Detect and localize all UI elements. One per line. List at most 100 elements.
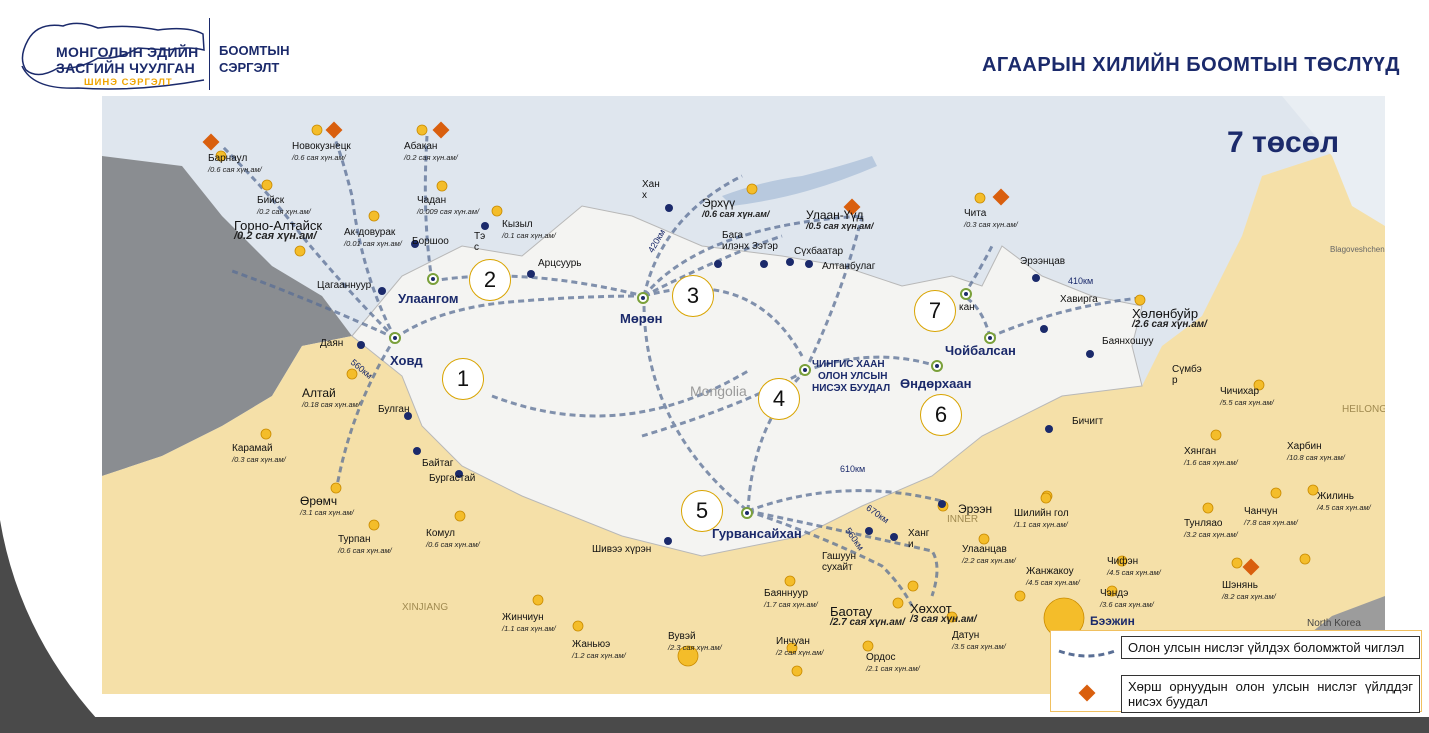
city-population: /0.6 сая хүн.ам/: [702, 209, 770, 219]
city-name: Улаанцав: [962, 544, 1007, 555]
city-chanchun: Чанчун/7.8 сая хүн.ам/: [1244, 506, 1298, 528]
map: 7 төсөл 1 2 3 4 5 6 7 Улаангом Ховд Мөрө…: [102, 96, 1385, 694]
city-name: Хянган: [1184, 446, 1217, 457]
region-north-korea: North Korea: [1307, 618, 1361, 629]
city-name: Харбин: [1287, 441, 1322, 452]
hub-muron: Мөрөн: [620, 311, 663, 326]
city-name: Хөххот: [910, 601, 952, 616]
post-altanbulag: Алтанбулаг: [822, 261, 876, 272]
city-population: /3.2 сая хүн.ам/: [1184, 530, 1238, 539]
hub-gurvansaikhan: Гурвансайхан: [712, 526, 802, 541]
city-population: /1.1 сая хүн.ам/: [502, 624, 556, 633]
city-population: /3 сая хүн.ам/: [910, 614, 977, 625]
project-3-badge[interactable]: 3: [672, 275, 714, 317]
city-name: Чанчун: [1244, 506, 1278, 517]
city-population: /4.5 сая хүн.ам/: [1026, 578, 1080, 587]
city-name: Өрөмч: [300, 494, 338, 508]
city-jinchuan: Жинчиун/1.1 сая хүн.ам/: [502, 612, 556, 634]
city-altai: Алтай/0.18 сая хүн.ам/: [302, 387, 360, 410]
city-bayannuur: Баяннуур/1.7 сая хүн.ам/: [764, 588, 818, 610]
city-tunliao: Тунляао/3.2 сая хүн.ам/: [1184, 518, 1238, 540]
region-heilong: HEILONG: [1342, 404, 1385, 415]
section-title: БООМТЫН СЭРГЭЛТ: [219, 42, 289, 76]
city-name: Хөлөнбуйр: [1132, 306, 1199, 321]
city-population: /2.1 сая хүн.ам/: [866, 664, 920, 673]
city-name: Барнаул: [208, 153, 248, 164]
post-ereentsav: Эрээнцав: [1020, 256, 1066, 267]
section-line-1: БООМТЫН: [219, 43, 290, 58]
city-population: /4.5 сая хүн.ам/: [1317, 503, 1371, 512]
city-population: /2.6 сая хүн.ам/: [1132, 319, 1207, 330]
city-population: /2 сая хүн.ам/: [776, 648, 824, 657]
city-population: /0.6 сая хүн.ам/: [292, 153, 346, 162]
city-akdovurak: Ак-довурак/0.01 сая хүн.ам/: [344, 227, 402, 249]
city-shenyang: Шэнянь/8.2 сая хүн.ам/: [1222, 580, 1276, 602]
dashed-route-icon: [1058, 649, 1116, 658]
city-population: /1.7 сая хүн.ам/: [764, 600, 818, 609]
city-janjakou: Жанжакоу/4.5 сая хүн.ам/: [1026, 566, 1080, 588]
project-5-badge[interactable]: 5: [681, 490, 723, 532]
city-inchuan: Инчуан/2 сая хүн.ам/: [776, 636, 823, 658]
city-population: /2.2 сая хүн.ам/: [962, 556, 1016, 565]
city-population: /0.5 сая хүн.ам/: [806, 221, 874, 231]
city-ulaanude: Улаан-Үүд/0.5 сая хүн.ам/: [806, 208, 874, 232]
city-name: Баотау: [830, 604, 873, 619]
diamond-airport-icon: [1078, 684, 1096, 702]
city-chadan: Чадан/0.009 сая хүн.ам/: [417, 195, 479, 217]
legend: Олон улсын нислэг үйлдэх боломжтой чиглэ…: [1050, 630, 1422, 713]
project-2-badge[interactable]: 2: [469, 259, 511, 301]
city-population: /10.8 сая хүн.ам/: [1287, 453, 1345, 462]
hub-ulaangom: Улаангом: [398, 291, 459, 306]
city-name: Датун: [952, 630, 980, 641]
post-khankh: Хан х: [642, 179, 660, 201]
city-population: /0.3 сая хүн.ам/: [232, 455, 286, 464]
city-jangye: Жаньюэ/1.2 сая хүн.ам/: [572, 639, 626, 661]
header-divider: [209, 18, 210, 90]
city-population: /3.1 сая хүн.ам/: [300, 508, 354, 517]
region-xinjiang: XINJIANG: [402, 602, 449, 613]
city-abakan: Абакан/0.2 сая хүн.ам/: [404, 141, 458, 163]
city-name: Баяннуур: [764, 588, 809, 599]
city-name: Абакан: [404, 141, 438, 152]
post-burgastai: Бургастай: [429, 473, 476, 484]
logo-line-1: МОНГОЛЫН ЭДИЙН: [56, 44, 199, 60]
city-population: /1.1 сая хүн.ам/: [1014, 520, 1068, 529]
city-datun: Датун/3.5 сая хүн.ам/: [952, 630, 1006, 652]
city-name: Улаан-Үүд: [806, 208, 864, 222]
city-urumqi: Өрөмч/3.1 сая хүн.ам/: [300, 494, 354, 518]
section-line-2: СЭРГЭЛТ: [219, 60, 280, 75]
region-inner: INNER: [947, 514, 979, 525]
city-kyzyl: Кызыл/0.1 сая хүн.ам/: [502, 219, 556, 241]
post-bichigt: Бичигт: [1072, 416, 1104, 427]
city-population: /0.6 сая хүн.ам/: [426, 540, 480, 549]
city-population: /0.2 сая хүн.ам/: [257, 207, 311, 216]
city-chichikhar: Чичихар/5.5 сая хүн.ам/: [1220, 386, 1274, 408]
city-name: Чичихар: [1220, 386, 1260, 397]
region-mongolia: Mongolia: [690, 383, 747, 399]
map-background: [102, 96, 1385, 694]
hub-choibalsan: Чойбалсан: [945, 343, 1016, 358]
city-population: /7.8 сая хүн.ам/: [1244, 518, 1298, 527]
project-1-badge[interactable]: 1: [442, 358, 484, 400]
city-name: Бээжин: [1090, 614, 1135, 628]
post-bulgan: Булган: [378, 404, 410, 415]
city-population: /0.2 сая хүн.ам/: [234, 230, 317, 242]
project-4-badge[interactable]: 4: [758, 378, 800, 420]
city-name: Эрхүү: [702, 196, 736, 210]
city-karamai: Карамай/0.3 сая хүн.ам/: [232, 443, 286, 465]
city-population: /0.009 сая хүн.ам/: [417, 207, 480, 216]
city-komul: Комул/0.6 сая хүн.ам/: [426, 528, 480, 550]
hub-chinggis-line3: НИСЭХ БУУДАЛ: [812, 383, 891, 394]
city-kharbin: Харбин/10.8 сая хүн.ам/: [1287, 441, 1345, 463]
post-gashuun-sukhait: Гашуун сухайт: [822, 551, 856, 573]
project-count: 7 төсөл: [1227, 126, 1340, 159]
post-sumber: Сүмбэ р: [1172, 364, 1202, 386]
city-barnaul: Барнаул/0.6 сая хүн.ам/: [208, 153, 262, 175]
city-population: /1.2 сая хүн.ам/: [572, 651, 626, 660]
post-bayankhoshuu: Баянхошуу: [1102, 336, 1154, 347]
city-population: /0.2 сая хүн.ам/: [404, 153, 458, 162]
project-6-badge[interactable]: 6: [920, 394, 962, 436]
city-name: Чадан: [417, 195, 447, 206]
city-population: /3.5 сая хүн.ам/: [952, 642, 1006, 651]
project-7-badge[interactable]: 7: [914, 290, 956, 332]
